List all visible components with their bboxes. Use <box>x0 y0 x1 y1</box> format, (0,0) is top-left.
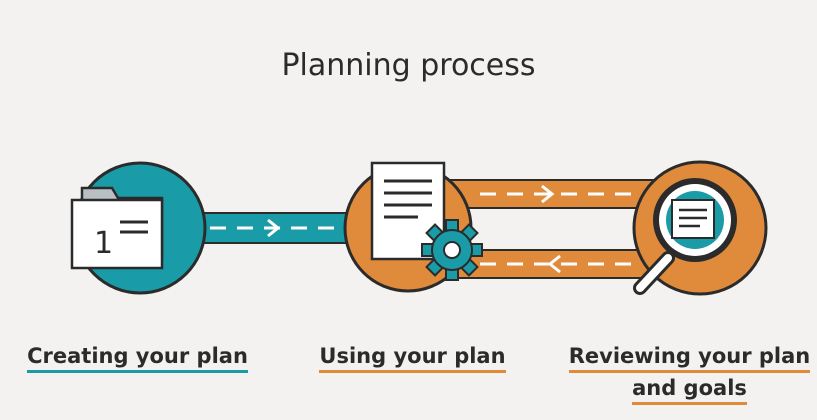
step-review-circle <box>632 160 768 296</box>
arrow-right-icon <box>267 218 281 238</box>
gear-icon <box>421 219 483 281</box>
step-create-label: Creating your plan <box>20 340 255 373</box>
connector-use-to-review <box>444 179 661 209</box>
step-use-circle <box>343 161 483 293</box>
arrow-right-icon <box>541 184 555 204</box>
step-use-label: Using your plan <box>305 340 520 373</box>
folder-icon: 1 <box>70 186 164 270</box>
connector-create-to-use <box>189 212 366 244</box>
step-create-circle: 1 <box>70 161 207 295</box>
step-review-text-line1: Reviewing your plan <box>568 344 811 373</box>
step-use-text: Using your plan <box>319 344 506 373</box>
step-review-text-line2: and goals <box>632 376 747 405</box>
diagram-title: Planning process <box>281 48 536 83</box>
step-create-text: Creating your plan <box>27 344 248 373</box>
magnifier-document-icon <box>633 178 737 295</box>
step-review-label: Reviewing your plan and goals <box>567 340 812 405</box>
arrow-left-icon <box>547 254 561 274</box>
folder-number: 1 <box>94 226 113 261</box>
